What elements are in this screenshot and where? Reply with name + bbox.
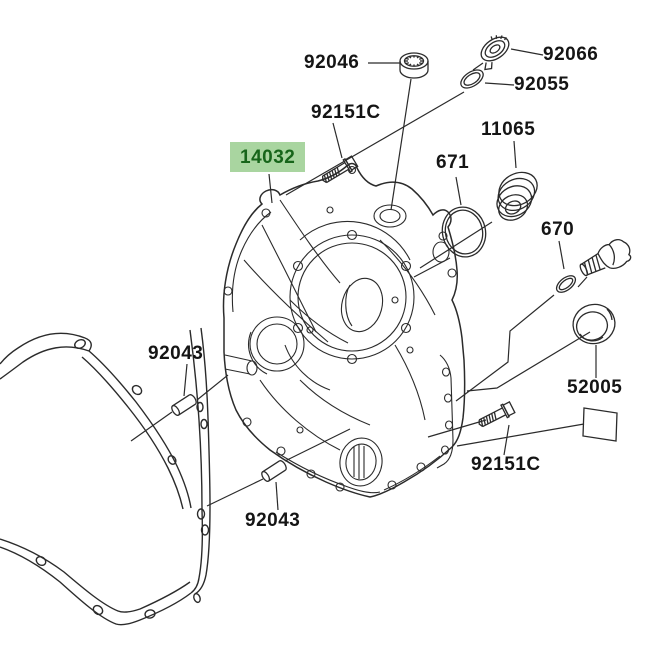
gauge-ring-icon bbox=[572, 303, 616, 345]
part-label-92151c-top[interactable]: 92151C bbox=[311, 102, 381, 123]
part-label-14032-highlighted[interactable]: 14032 bbox=[230, 142, 306, 172]
part-label-11065[interactable]: 11065 bbox=[481, 119, 536, 140]
part-label-671[interactable]: 671 bbox=[436, 152, 470, 173]
part-label-92043-left[interactable]: 92043 bbox=[148, 343, 204, 364]
flange-bolt-lower-icon bbox=[478, 401, 516, 428]
cap-icon bbox=[496, 171, 538, 221]
threaded-plug-icon bbox=[579, 239, 632, 277]
clutch-cover-drawing bbox=[222, 162, 466, 498]
plug-cap-icon bbox=[480, 35, 510, 71]
leader-bolt-to-cover bbox=[427, 419, 487, 438]
leader-11065-to-cover bbox=[419, 221, 493, 269]
leader-washer-to-plug bbox=[577, 276, 588, 288]
leader-cap-to-oring bbox=[472, 62, 484, 71]
leader-bearing-to-cover bbox=[390, 78, 412, 211]
leader-92043-bottom bbox=[275, 481, 279, 511]
part-label-92055[interactable]: 92055 bbox=[514, 74, 570, 95]
gasket-drawing bbox=[0, 327, 211, 626]
leader-pin-to-cover-top bbox=[196, 374, 229, 401]
o-ring-washer-icon bbox=[555, 275, 577, 293]
o-ring-small-icon bbox=[460, 69, 484, 89]
part-label-92046[interactable]: 92046 bbox=[304, 52, 360, 73]
part-label-92151c-bottom[interactable]: 92151C bbox=[471, 454, 541, 475]
o-ring-large-icon bbox=[441, 206, 487, 258]
cover-outline bbox=[222, 162, 466, 498]
leader-92055 bbox=[484, 82, 515, 86]
dowel-pin-upper-icon bbox=[171, 394, 197, 416]
needle-bearing-icon bbox=[399, 52, 429, 79]
part-label-92043-bottom[interactable]: 92043 bbox=[245, 510, 301, 531]
leader-11065 bbox=[513, 140, 517, 169]
leader-671 bbox=[455, 176, 462, 206]
leader-tag-to-cover bbox=[456, 423, 585, 447]
leader-92066 bbox=[510, 48, 544, 56]
leader-14032 bbox=[268, 173, 273, 204]
leader-92043-top bbox=[183, 363, 188, 397]
leader-670 bbox=[558, 240, 565, 270]
leader-92151c-bottom bbox=[503, 424, 510, 456]
part-label-670[interactable]: 670 bbox=[541, 219, 575, 240]
leader-pin-to-gasket-bottom bbox=[206, 478, 264, 507]
part-label-52005[interactable]: 52005 bbox=[567, 377, 623, 398]
leader-pin-to-gasket-top bbox=[130, 411, 173, 442]
flange-bolt-upper-icon bbox=[321, 155, 359, 184]
leader-52005-to-cover bbox=[466, 331, 591, 392]
leader-pin-to-cover-bottom bbox=[284, 428, 351, 462]
leader-92151c-top bbox=[332, 122, 343, 159]
part-label-92066[interactable]: 92066 bbox=[543, 44, 599, 65]
leader-670-to-cover bbox=[455, 294, 555, 402]
dowel-pin-lower-icon bbox=[261, 460, 287, 482]
blank-tag bbox=[582, 407, 618, 442]
leader-oring-to-cover bbox=[285, 91, 465, 196]
